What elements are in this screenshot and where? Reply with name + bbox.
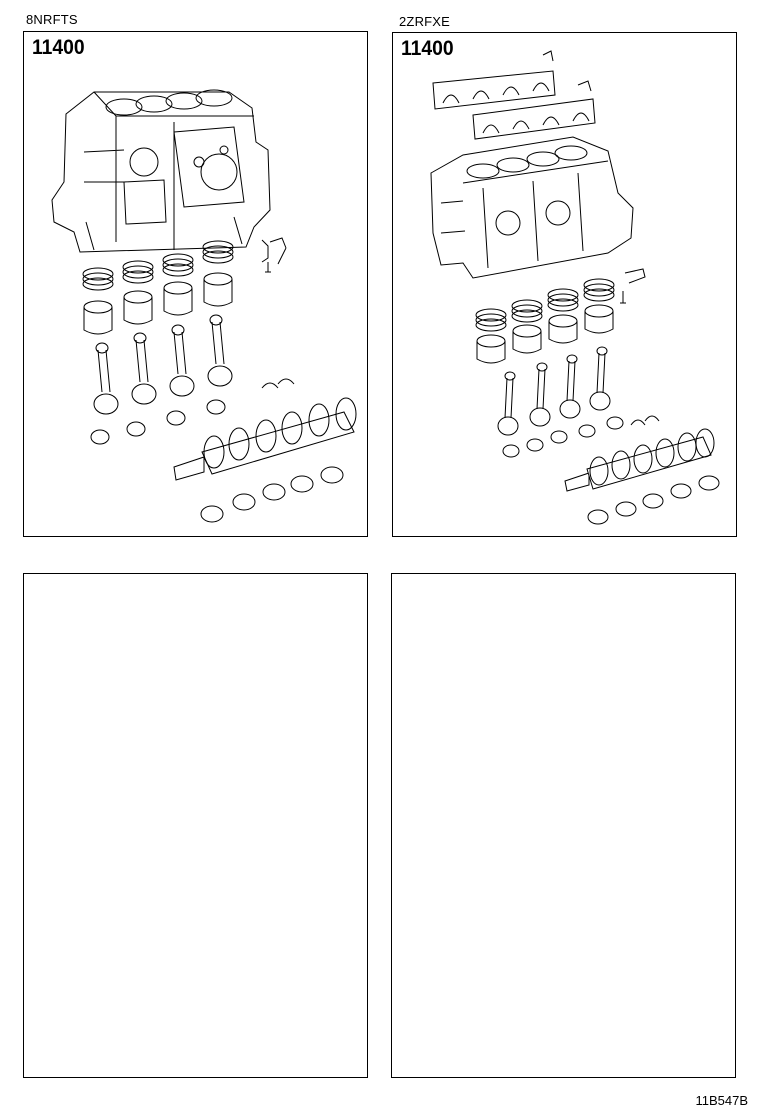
cylinder-block-icon: [52, 90, 270, 252]
bolt-icon: [262, 238, 286, 272]
drawing-id-label: 11B547B: [695, 1093, 748, 1108]
parts-panel-2zrfxe[interactable]: 11400: [392, 32, 737, 537]
piston-icon: [477, 305, 613, 363]
parts-panel-8nrfts[interactable]: 11400: [23, 31, 368, 537]
piston-ring-icon: [83, 241, 233, 290]
connecting-rod-icon: [498, 347, 610, 435]
cylinder-block-icon: [431, 137, 633, 278]
main-bearing-icon: [588, 476, 719, 524]
bolt-icon: [620, 269, 645, 303]
thrust-washer-icon: [262, 379, 294, 388]
connecting-rod-icon: [94, 315, 232, 414]
gasket-icon: [433, 51, 595, 139]
piston-icon: [84, 273, 232, 334]
engine-code-label: 2ZRFXE: [399, 14, 451, 29]
crankshaft-icon: [174, 398, 356, 480]
short-block-illustration: [24, 32, 368, 537]
part-number-label[interactable]: 11400: [401, 37, 454, 60]
crankshaft-icon: [565, 429, 714, 491]
empty-parts-panel: [391, 573, 736, 1078]
engine-code-label: 8NRFTS: [26, 12, 78, 27]
short-block-illustration: [393, 33, 737, 537]
bearing-icon: [503, 417, 623, 457]
piston-ring-icon: [476, 279, 614, 331]
thrust-washer-icon: [631, 416, 659, 425]
bearing-icon: [91, 400, 225, 444]
part-number-label[interactable]: 11400: [32, 36, 85, 59]
empty-parts-panel: [23, 573, 368, 1078]
main-bearing-icon: [201, 467, 343, 522]
